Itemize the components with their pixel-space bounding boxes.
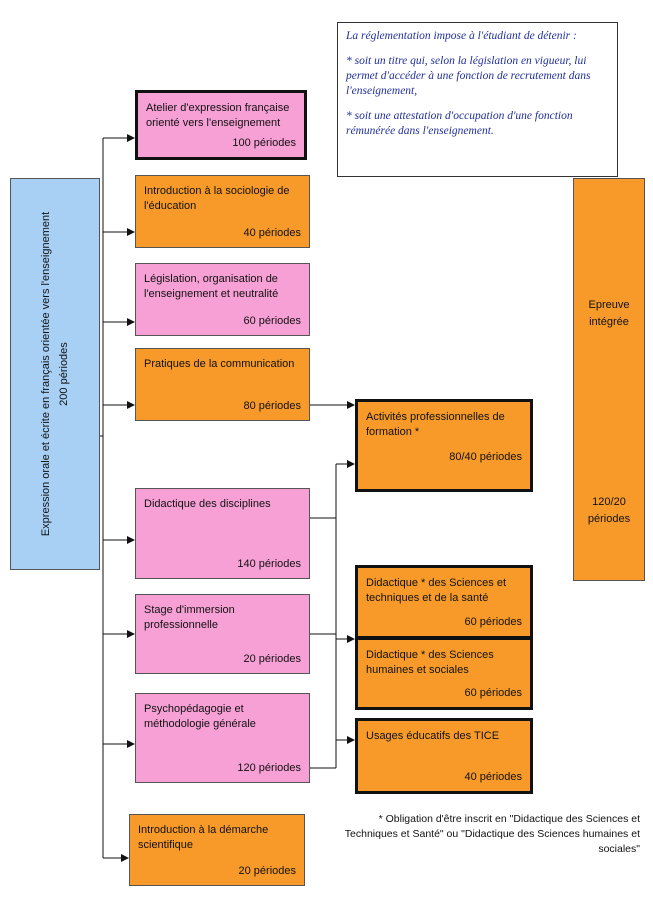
module-title: Introduction à la sociologie de l'éducat… [144, 185, 290, 212]
module-periods: 80/40 périodes [449, 451, 522, 463]
module-periods: 20 périodes [243, 653, 302, 665]
module-activites-professionnelles: Activités professionnelles de formation … [355, 399, 533, 492]
module-periods: 60 périodes [464, 687, 523, 699]
expression-periods: 200 périodes [58, 342, 70, 406]
module-periods: 20 périodes [238, 865, 297, 877]
module-usages-tice: Usages éducatifs des TICE 40 périodes [355, 718, 533, 794]
module-periods: 40 périodes [464, 771, 523, 783]
epreuve-periods-line-1: 120/20 [592, 496, 626, 508]
module-sociologie: Introduction à la sociologie de l'éducat… [135, 175, 310, 248]
note-line-3: * soit une attestation d'occupation d'un… [346, 110, 573, 137]
epreuve-periods-line-2: périodes [587, 513, 631, 525]
epreuve-integree-box: Epreuve intégrée 120/20 périodes [573, 178, 645, 581]
module-didactique-sciences-techniques: Didactique * des Sciences et techniques … [355, 565, 533, 639]
module-title: Pratiques de la communication [144, 358, 295, 370]
module-periods: 60 périodes [464, 616, 523, 628]
module-periods: 120 périodes [237, 762, 301, 774]
module-stage: Stage d'immersion professionnelle 20 pér… [135, 594, 310, 674]
epreuve-title-line-2: intégrée [589, 316, 629, 328]
module-periods: 80 périodes [243, 400, 302, 412]
module-periods: 100 périodes [232, 137, 296, 149]
module-psychopedagogie: Psychopédagogie et méthodologie générale… [135, 693, 310, 783]
module-demarche-scientifique: Introduction à la démarche scientifique … [129, 814, 305, 886]
module-didactique-disciplines: Didactique des disciplines 140 périodes [135, 488, 310, 579]
footnote: * Obligation d'être inscrit en "Didactiq… [344, 813, 640, 855]
module-title: Usages éducatifs des TICE [366, 730, 500, 742]
module-legislation: Législation, organisation de l'enseignem… [135, 263, 310, 336]
module-title: Didactique * des Sciences et techniques … [366, 577, 507, 604]
regulation-note: La réglementation impose à l'étudiant de… [337, 22, 618, 177]
module-title: Introduction à la démarche scientifique [138, 824, 269, 851]
module-title: Psychopédagogie et méthodologie générale [144, 703, 256, 730]
module-didactique-sciences-humaines: Didactique * des Sciences humaines et so… [355, 637, 533, 710]
module-periods: 60 périodes [243, 315, 302, 327]
epreuve-title-line-1: Epreuve [588, 299, 630, 311]
expression-title: Expression orale et écrite en français o… [40, 211, 52, 537]
module-title: Didactique des disciplines [144, 498, 271, 510]
module-title: Législation, organisation de l'enseignem… [144, 273, 279, 300]
expression-box: Expression orale et écrite en français o… [10, 178, 100, 570]
module-title: Stage d'immersion professionnelle [144, 604, 235, 631]
module-pratiques: Pratiques de la communication 80 période… [135, 348, 310, 421]
module-periods: 40 périodes [243, 227, 302, 239]
note-line-1: La réglementation impose à l'étudiant de… [346, 30, 577, 42]
note-line-2: * soit un titre qui, selon la législatio… [346, 55, 591, 97]
module-title: Didactique * des Sciences humaines et so… [366, 649, 494, 676]
module-periods: 140 périodes [237, 558, 301, 570]
module-title: Atelier d'expression française orienté v… [146, 102, 290, 129]
module-atelier: Atelier d'expression française orienté v… [135, 90, 307, 160]
module-title: Activités professionnelles de formation … [366, 411, 505, 438]
